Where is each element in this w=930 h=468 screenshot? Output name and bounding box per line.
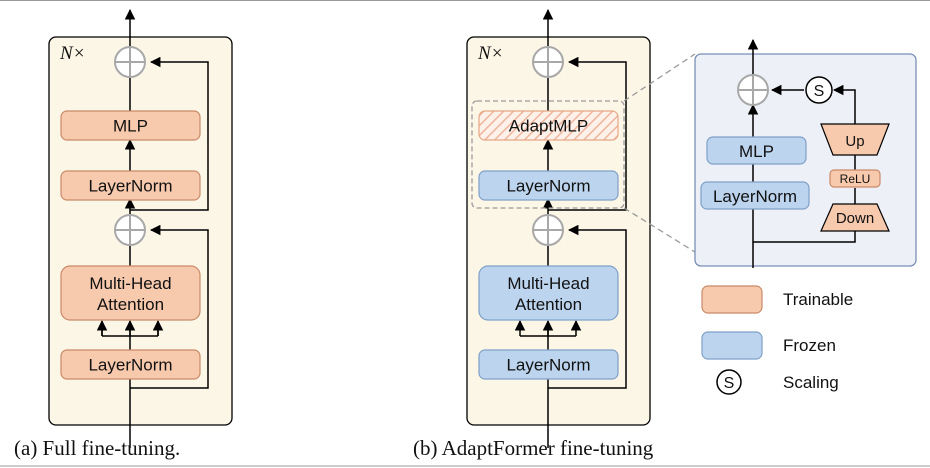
adapt-highlight-region <box>471 100 625 209</box>
right-layernorm-bottom-box <box>478 349 619 380</box>
left-layernorm-bottom-box <box>60 349 201 380</box>
right-layernorm-top-label: LayerNorm <box>506 177 590 196</box>
right-panel: N× AdaptMLP LayerNorm Multi-He <box>413 8 654 460</box>
left-layernorm-top-box <box>60 170 201 201</box>
left-residual-2 <box>130 56 209 211</box>
right-caption: (b) AdaptFormer fine-tuning <box>413 436 654 460</box>
zoom-mlp-label: MLP <box>739 142 774 161</box>
zoom-layernorm-label: LayerNorm <box>713 187 797 206</box>
left-residual-1 <box>130 224 209 389</box>
zoom-down-label: Down <box>836 210 874 227</box>
zoom-up-label: Up <box>845 133 864 150</box>
left-caption: (a) Full fine-tuning. <box>14 436 180 460</box>
zoom-down-box <box>820 203 890 232</box>
legend-scaling-icon: S <box>716 369 742 395</box>
right-layernorm-bottom-label: LayerNorm <box>506 356 590 375</box>
left-layernorm-bottom-label: LayerNorm <box>88 356 172 375</box>
right-adaptmlp-box <box>478 110 619 141</box>
left-mha-label-2: Attention <box>97 295 164 314</box>
right-layernorm-top-box <box>478 170 619 201</box>
legend-scaling-symbol: S <box>724 375 735 392</box>
right-residual-1 <box>548 224 627 389</box>
zoom-mlp-box <box>706 136 807 165</box>
right-mha-label-1: Multi-Head <box>507 274 589 293</box>
zoom-layernorm-box <box>700 181 810 210</box>
right-add-bottom-icon <box>532 214 564 246</box>
left-mha-box <box>60 265 201 321</box>
left-repeat-label: N× <box>59 43 86 64</box>
left-mlp-label: MLP <box>113 117 148 136</box>
adaptmlp-detail-panel: S MLP LayerNorm Up ReLU Down <box>694 38 917 268</box>
left-add-top-icon <box>114 46 146 78</box>
zoom-up-to-scale <box>832 84 856 124</box>
right-mha-box <box>478 265 619 321</box>
legend: Trainable Frozen S Scaling <box>701 285 853 395</box>
zoom-relu-label: ReLU <box>840 172 871 186</box>
legend-frozen-label: Frozen <box>783 336 836 355</box>
zoom-connector-bottom <box>623 207 696 253</box>
right-add-top-icon <box>532 46 564 78</box>
left-mlp-box <box>60 110 201 141</box>
right-mha-label-2: Attention <box>515 295 582 314</box>
left-layernorm-top-label: LayerNorm <box>88 177 172 196</box>
zoom-add-icon <box>737 74 769 106</box>
zoom-branch-to-down <box>753 230 856 243</box>
left-mha-label-1: Multi-Head <box>89 274 171 293</box>
left-add-bottom-icon <box>114 214 146 246</box>
zoom-relu-box <box>829 169 881 188</box>
right-repeat-label: N× <box>477 43 504 64</box>
legend-trainable-swatch <box>701 285 763 314</box>
legend-trainable-label: Trainable <box>783 290 853 309</box>
right-residual-2 <box>548 56 627 211</box>
legend-frozen-swatch <box>701 331 763 360</box>
legend-scaling-label: Scaling <box>783 373 839 392</box>
left-panel: N× MLP <box>14 8 233 460</box>
zoom-connector-top <box>623 53 696 102</box>
zoom-scaling-symbol: S <box>814 83 825 100</box>
zoom-scaling-icon: S <box>805 76 833 104</box>
zoom-up-box <box>820 123 890 156</box>
right-adaptmlp-label: AdaptMLP <box>509 117 588 136</box>
